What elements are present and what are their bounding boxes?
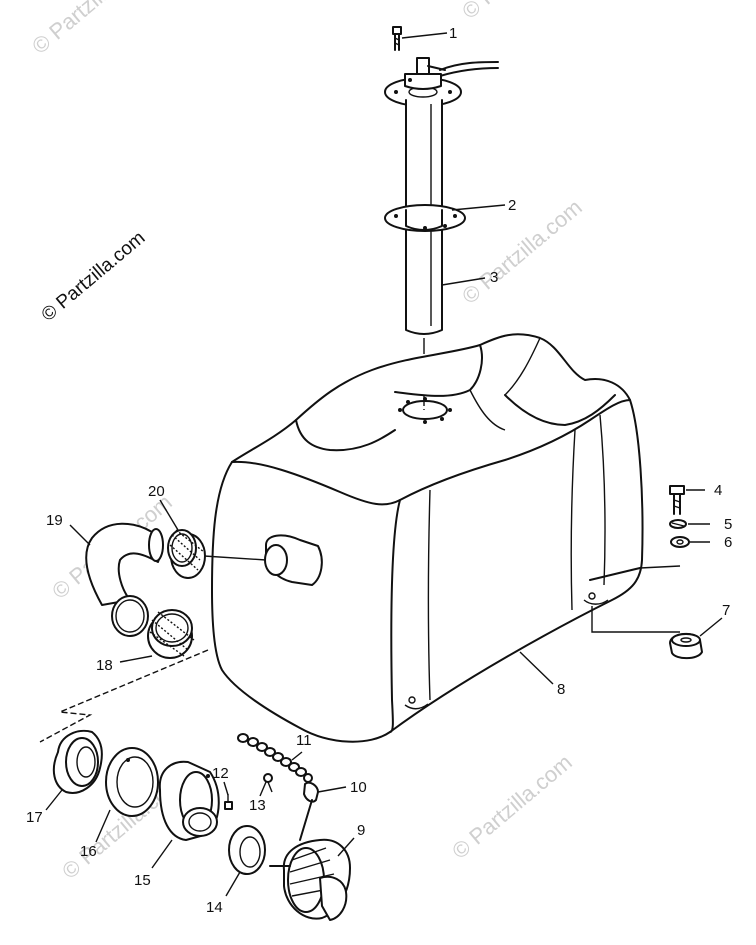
part-6-washer bbox=[670, 536, 690, 548]
callout-7: 7 bbox=[722, 602, 730, 619]
part-13-screw bbox=[263, 773, 273, 793]
clamp-leader bbox=[203, 555, 267, 561]
callout-4: 4 bbox=[714, 482, 722, 499]
part-12-screw bbox=[224, 794, 233, 810]
sender-flange bbox=[384, 57, 499, 107]
callout-11: 11 bbox=[296, 732, 312, 749]
callout-labels: 1 2 3 4 5 6 7 8 9 10 11 12 13 14 15 16 1… bbox=[26, 25, 732, 916]
part-14-gasket bbox=[228, 825, 266, 875]
callout-12: 12 bbox=[212, 765, 229, 782]
callout-9: 9 bbox=[357, 822, 365, 839]
part-11-chain bbox=[237, 733, 313, 783]
callout-19: 19 bbox=[46, 512, 63, 529]
callout-6: 6 bbox=[724, 534, 732, 551]
callout-2: 2 bbox=[508, 197, 516, 214]
part-1-bolt bbox=[392, 26, 402, 51]
watermark-faint: © Partzilla.com bbox=[457, 0, 587, 24]
callout-leaders bbox=[45, 32, 723, 897]
part-16-gasket bbox=[105, 747, 159, 817]
part-19-elbow-hose bbox=[85, 522, 164, 637]
callout-8: 8 bbox=[557, 681, 565, 698]
part-7-leader-to-tank bbox=[591, 606, 680, 633]
part-2-gasket bbox=[384, 204, 466, 232]
callout-16: 16 bbox=[80, 843, 97, 860]
part-20-clamp bbox=[167, 529, 206, 579]
callout-15: 15 bbox=[134, 872, 151, 889]
callout-17: 17 bbox=[26, 809, 43, 826]
part-4-bolt bbox=[669, 485, 685, 515]
watermark-faint: © Partzilla.com bbox=[457, 194, 587, 308]
part-6-leader-to-tank bbox=[639, 565, 681, 569]
part-8-fuel-tank bbox=[211, 333, 644, 743]
part-9-filler-cap bbox=[269, 838, 351, 921]
part-10-pin bbox=[299, 781, 319, 841]
watermark-faint: © Partzilla.com bbox=[27, 0, 157, 59]
callout-3: 3 bbox=[490, 269, 498, 286]
part-15-filler-neck bbox=[158, 760, 220, 841]
part-18-clamp bbox=[147, 609, 195, 659]
callout-20: 20 bbox=[148, 483, 165, 500]
part-17-filler-nut bbox=[52, 730, 103, 794]
callout-1: 1 bbox=[449, 25, 457, 42]
callout-13: 13 bbox=[249, 797, 266, 814]
callout-10: 10 bbox=[350, 779, 367, 796]
watermark-faint: © Partzilla.com bbox=[447, 749, 577, 863]
callout-5: 5 bbox=[724, 516, 732, 533]
callout-14: 14 bbox=[206, 899, 223, 916]
watermark-main: © Partzilla.com bbox=[38, 227, 150, 325]
callout-18: 18 bbox=[96, 657, 113, 674]
assembly-guide bbox=[39, 649, 209, 743]
part-5-lockwasher bbox=[669, 519, 687, 529]
part-7-nut bbox=[669, 632, 703, 660]
